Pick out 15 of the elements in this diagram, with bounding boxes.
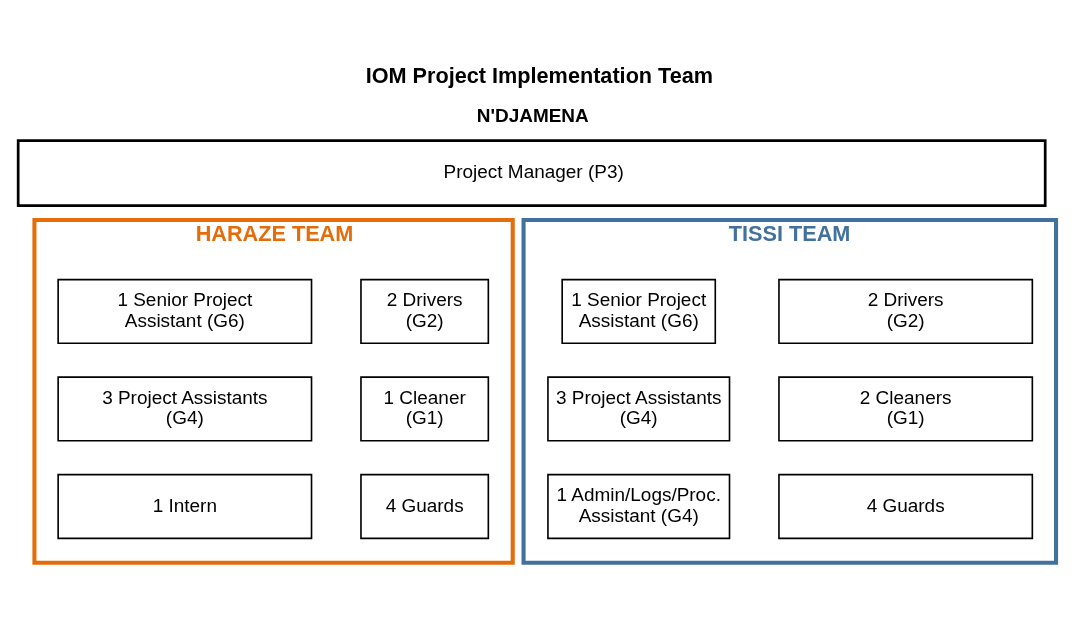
node-box: 2 Drivers (G2) (778, 278, 1034, 345)
node-box: 1 Senior Project Assistant (G6) (57, 278, 313, 345)
node-box: 4 Guards (778, 473, 1034, 540)
node-box: 3 Project Assistants (G4) (547, 376, 731, 442)
node-box: 1 Intern (57, 473, 313, 540)
node-box: 2 Drivers (G2) (360, 278, 490, 345)
diagram-title: IOM Project Implementation Team (365, 62, 714, 88)
node-box: 3 Project Assistants (G4) (57, 376, 313, 442)
node-box: Project Manager (P3) (16, 139, 1047, 208)
node-box: 1 Cleaner (G1) (360, 376, 490, 442)
node-box: 1 Admin/Logs/Proc. Assistant (G4) (547, 473, 731, 540)
node-box: 1 Senior Project Assistant (G6) (561, 278, 717, 345)
node-label: N'DJAMENA (476, 104, 589, 126)
node-box: 4 Guards (360, 473, 490, 540)
node-box: 2 Cleaners (G1) (778, 376, 1034, 442)
